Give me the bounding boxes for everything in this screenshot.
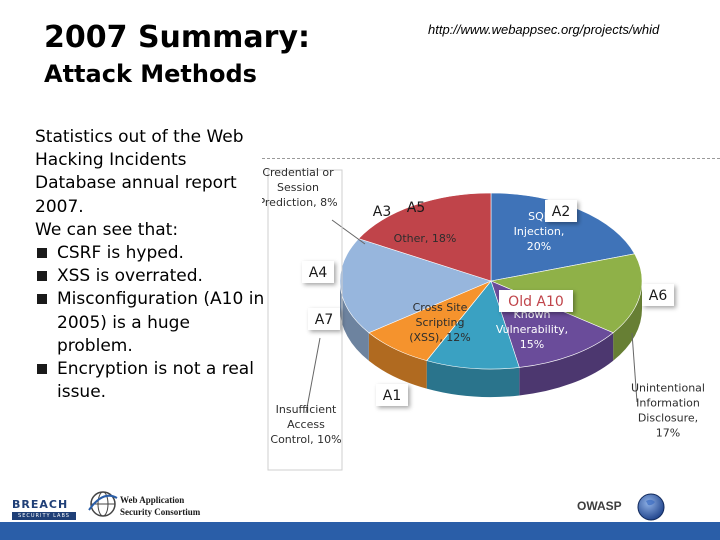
callout-label: A7	[315, 312, 333, 328]
owasp-label: OWASP	[577, 499, 622, 513]
callout-label: A1	[383, 388, 401, 404]
left-label-box	[267, 169, 343, 471]
pie-slice	[339, 238, 492, 334]
wasc-globe-icon	[88, 491, 118, 517]
body-text: Statistics out of the Web Hacking Incide…	[35, 126, 265, 404]
wasc-line-2: Security Consortium	[120, 507, 201, 517]
bullet-list: CSRF is hyped. XSS is overrated. Misconf…	[35, 242, 265, 404]
pie-slice-side	[426, 360, 520, 397]
breach-name: BREACH	[12, 498, 69, 511]
pie-slice-side	[519, 332, 614, 396]
bullet-item: CSRF is hyped.	[35, 242, 265, 265]
bullet-text: Encryption is not a real issue.	[57, 359, 254, 403]
intro-text: Statistics out of the Web Hacking Incide…	[35, 127, 244, 217]
callout-box	[545, 200, 577, 222]
pie-slice-side	[368, 332, 427, 389]
bullet-text: CSRF is hyped.	[57, 243, 184, 264]
wasc-line-1: Web Application	[120, 495, 185, 505]
slide-subtitle: Attack Methods	[44, 60, 257, 88]
square-bullet-icon	[37, 294, 47, 305]
bullet-text: XSS is overrated.	[57, 266, 203, 287]
pie-depth	[340, 281, 642, 397]
pie-slice	[426, 280, 520, 370]
bullet-item: Encryption is not a real issue.	[35, 358, 265, 404]
callout-box	[308, 308, 340, 330]
bullet-item: XSS is overrated.	[35, 265, 265, 288]
pie-slice	[490, 192, 636, 282]
square-bullet-icon	[37, 248, 47, 259]
callout-label: A6	[649, 288, 668, 304]
wasc-logo-text: Web Application Security Consortium	[120, 494, 200, 518]
bullet-text: Misconfiguration (A10 in 2005) is a huge…	[57, 289, 265, 356]
breach-tagline: SECURITY LABS	[12, 512, 76, 520]
callout-box	[642, 284, 674, 306]
callout-label: A5	[407, 200, 425, 216]
callout-label: A4	[309, 265, 328, 281]
callout-box	[376, 384, 408, 406]
slide-title: 2007 Summary:	[44, 20, 311, 55]
bullet-item: Misconfiguration (A10 in 2005) is a huge…	[35, 288, 265, 358]
callout-label: A2	[552, 204, 570, 220]
lead-text: We can see that:	[35, 219, 179, 240]
pie-slice-side	[613, 281, 642, 361]
slice-label: Other, 18%	[394, 232, 457, 245]
pie-slice	[358, 192, 492, 282]
callout-label: A3	[373, 204, 391, 220]
source-url[interactable]: http://www.webappsec.org/projects/whid	[428, 22, 660, 37]
square-bullet-icon	[37, 271, 47, 282]
leader-line	[331, 219, 366, 245]
leader-lines	[267, 169, 638, 471]
leader-line	[631, 332, 638, 403]
callout-box	[302, 261, 334, 283]
callout-box	[499, 290, 573, 312]
square-bullet-icon	[37, 364, 47, 375]
callout-label: Old A10	[508, 294, 564, 310]
leader-line	[305, 337, 321, 414]
owasp-globe-icon	[637, 493, 665, 521]
breach-logo: BREACH SECURITY LABS	[12, 490, 76, 520]
footer-bar	[0, 522, 720, 540]
pie-slice-side	[340, 281, 369, 361]
chart-frame	[262, 158, 720, 479]
